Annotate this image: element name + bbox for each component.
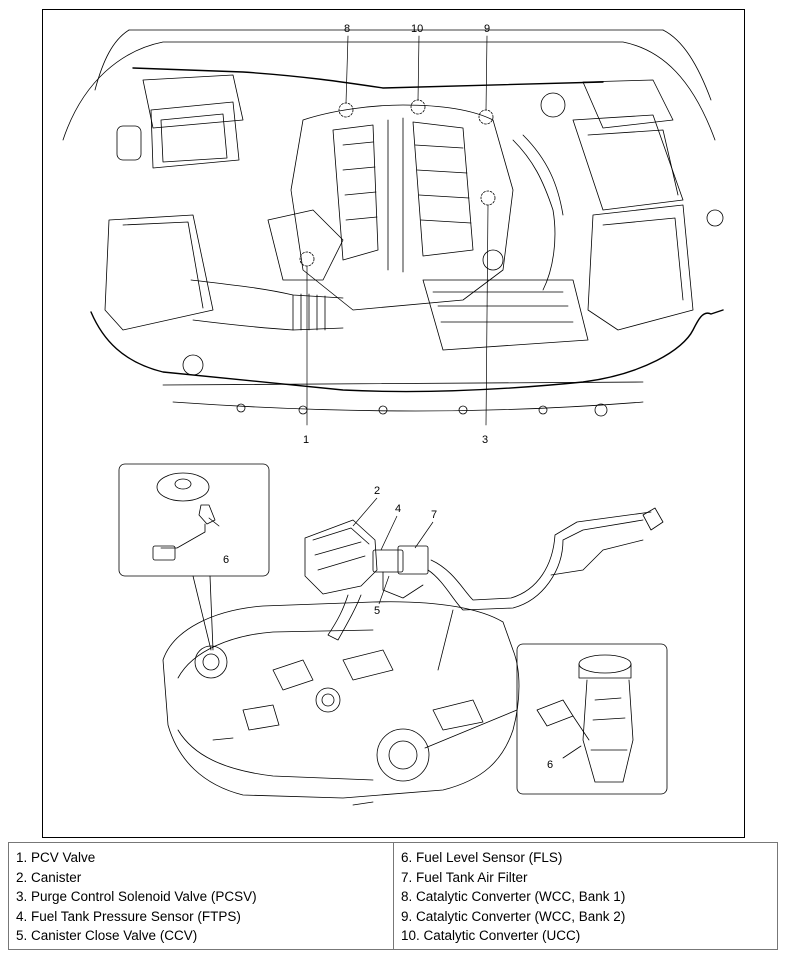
engine-location-markers — [299, 99, 496, 267]
callout-10: 10 — [411, 23, 423, 35]
legend-column-right: 6. Fuel Level Sensor (FLS) 7. Fuel Tank … — [393, 843, 777, 949]
fuel-pump-inset-left — [118, 463, 270, 651]
legend-item: 3. Purge Control Solenoid Valve (PCSV) — [16, 889, 257, 905]
legend-table: 1. PCV Valve 2. Canister 3. Purge Contro… — [8, 842, 778, 950]
engine-bay-drawing — [62, 29, 724, 417]
callout-4: 4 — [395, 503, 401, 515]
legend-column-left: 1. PCV Valve 2. Canister 3. Purge Contro… — [9, 843, 393, 949]
callout-7: 7 — [431, 509, 437, 521]
callout-5: 5 — [374, 605, 380, 617]
canister-leader-lines — [352, 497, 434, 605]
callout-6-left: 6 — [223, 554, 229, 566]
callout-8: 8 — [344, 23, 350, 35]
fuel-pump-inset-right — [516, 643, 668, 795]
legend-item: 5. Canister Close Valve (CCV) — [16, 928, 198, 944]
callout-labels: 8 10 9 1 3 2 4 7 5 6 6 — [223, 23, 553, 771]
legend-item: 8. Catalytic Converter (WCC, Bank 1) — [401, 889, 626, 905]
callout-3: 3 — [482, 434, 488, 446]
legend-item: 4. Fuel Tank Pressure Sensor (FTPS) — [16, 908, 241, 924]
diagram-frame: 8 10 9 1 3 2 4 7 5 6 6 — [42, 9, 745, 838]
callout-6-right: 6 — [547, 759, 553, 771]
legend-item: 10. Catalytic Converter (UCC) — [401, 928, 581, 944]
engine-leader-lines — [306, 35, 489, 426]
fuel-tank-drawing — [162, 601, 520, 806]
callout-9: 9 — [484, 23, 490, 35]
legend-item: 1. PCV Valve — [16, 850, 96, 865]
callout-1: 1 — [303, 434, 309, 446]
legend-item: 6. Fuel Level Sensor (FLS) — [401, 850, 563, 865]
legend-item: 9. Catalytic Converter (WCC, Bank 2) — [401, 908, 626, 924]
component-location-diagram: 8 10 9 1 3 2 4 7 5 6 6 — [62, 23, 724, 806]
legend-item: 2. Canister — [16, 869, 82, 885]
canister-assembly — [304, 507, 664, 671]
callout-2: 2 — [374, 485, 380, 497]
legend-item: 7. Fuel Tank Air Filter — [401, 869, 528, 885]
